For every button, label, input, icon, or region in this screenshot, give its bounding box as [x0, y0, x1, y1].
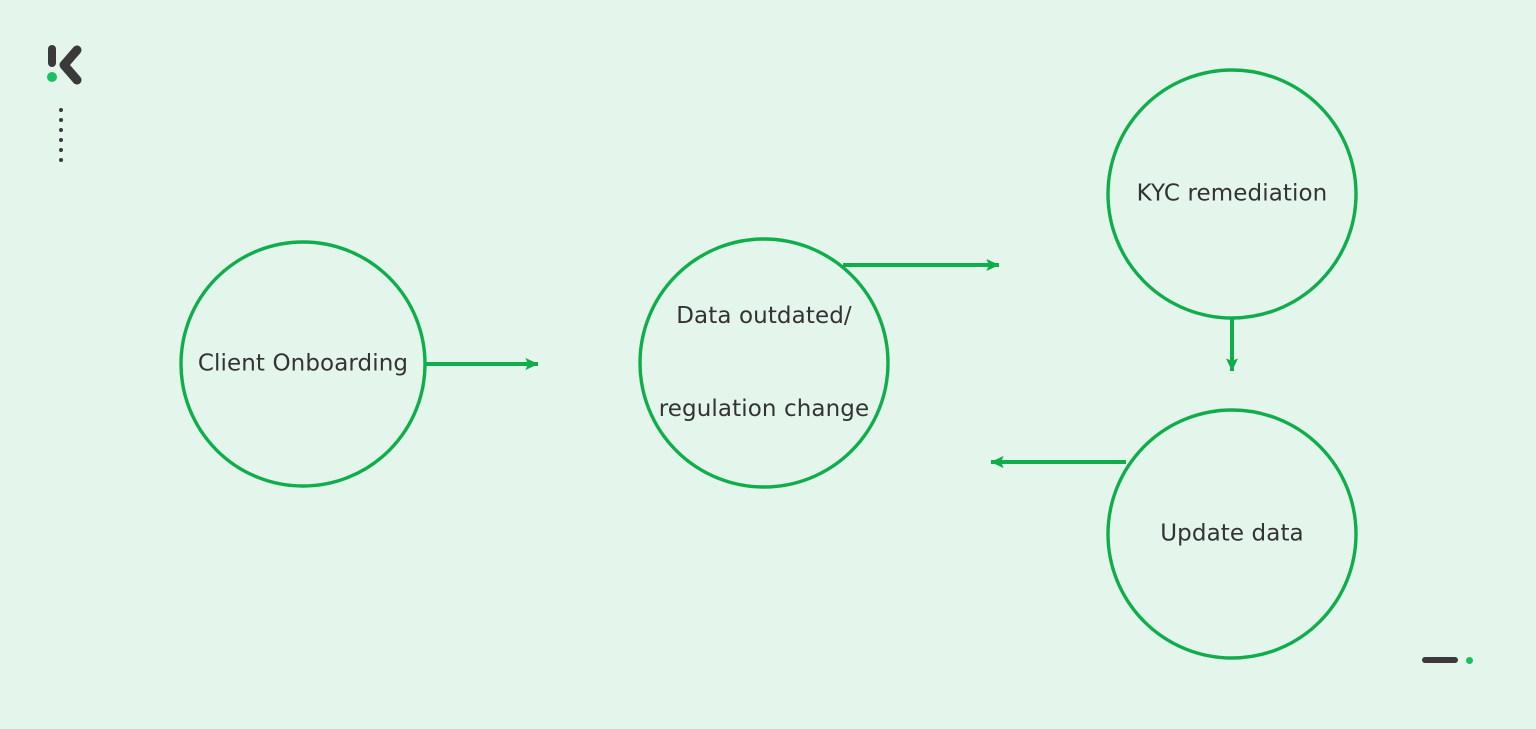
dotted-rail: [59, 108, 65, 164]
node-data-outdated[interactable]: [638, 237, 890, 489]
logo-dot-icon: [47, 72, 57, 82]
kyc-logo: [44, 44, 88, 88]
node-kyc-remediation[interactable]: [1106, 68, 1358, 320]
footer-bar-icon: [1422, 657, 1458, 663]
kyc-logo-svg: [47, 45, 82, 85]
rail-dot: [59, 148, 63, 152]
rail-dot: [59, 108, 63, 112]
rail-dot: [59, 158, 63, 162]
node-update-data[interactable]: [1106, 408, 1358, 660]
footer-mark: [1422, 654, 1474, 666]
rail-dot: [59, 128, 63, 132]
logo-chevron-left-icon: [59, 45, 82, 85]
rail-dot: [59, 118, 63, 122]
rail-dot: [59, 138, 63, 142]
node-client-onboarding[interactable]: [179, 240, 427, 488]
footer-dot-icon: [1466, 657, 1473, 664]
logo-bar: [48, 45, 56, 67]
